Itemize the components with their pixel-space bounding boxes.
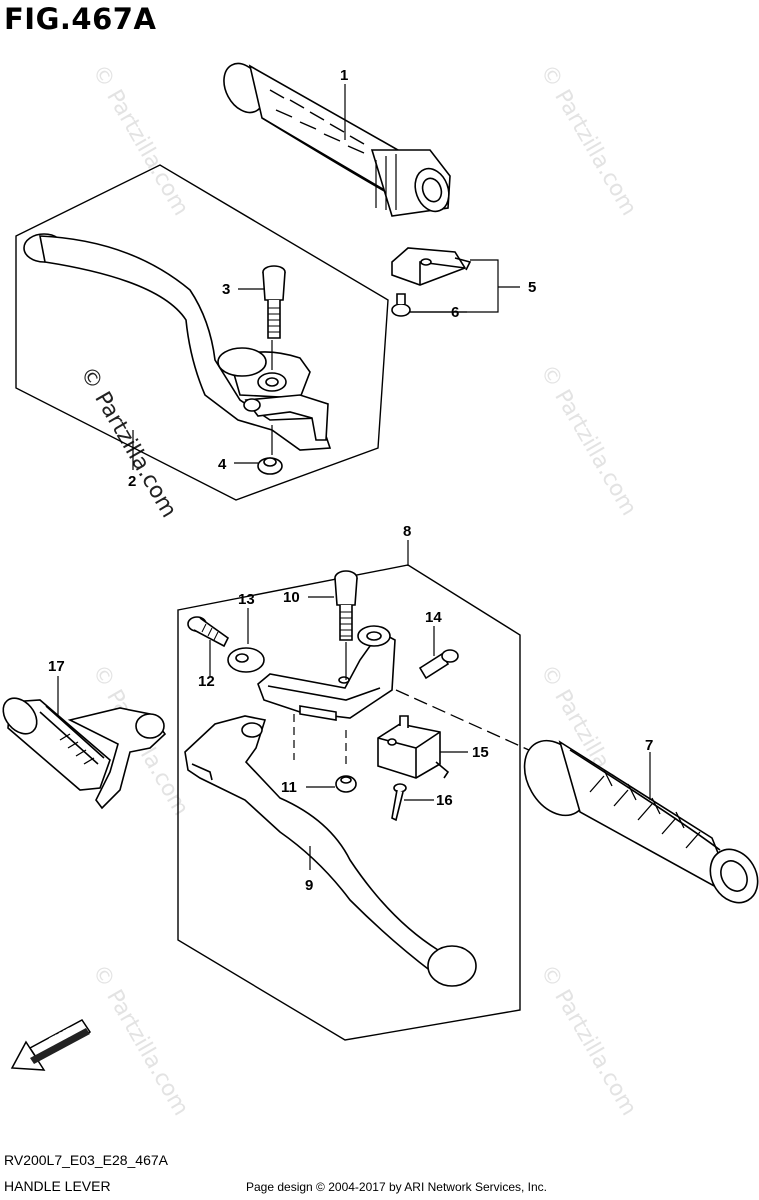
callout-2[interactable]: 2 bbox=[128, 473, 136, 490]
watermark: © Partzilla.com bbox=[87, 61, 194, 221]
callout-8[interactable]: 8 bbox=[403, 523, 411, 540]
leader-lines bbox=[57, 84, 651, 870]
figure-code: RV200L7_E03_E28_467A bbox=[4, 1152, 169, 1168]
upper-assembly-box bbox=[15, 164, 389, 501]
brake-lever-illustration bbox=[23, 233, 332, 451]
watermark: © Partzilla.com bbox=[87, 961, 194, 1121]
brake-switch-illustration bbox=[391, 247, 472, 286]
copyright-notice: Page design © 2004-2017 by ARI Network S… bbox=[246, 1180, 548, 1194]
callout-12[interactable]: 12 bbox=[198, 673, 215, 690]
callout-17[interactable]: 17 bbox=[48, 658, 65, 675]
switch-bolt-illustration bbox=[418, 649, 459, 680]
nut-illustration bbox=[257, 457, 283, 475]
callout-14[interactable]: 14 bbox=[425, 609, 442, 626]
callout-6[interactable]: 6 bbox=[451, 304, 459, 321]
clutch-lever-illustration bbox=[184, 715, 477, 987]
callout-3[interactable]: 3 bbox=[222, 281, 230, 298]
clutch-bracket-illustration bbox=[257, 625, 396, 721]
grip-bottom-illustration bbox=[523, 739, 759, 904]
grip-top-illustration bbox=[223, 62, 451, 217]
fwd-arrow: FWD bbox=[10, 1019, 92, 1071]
callout-1[interactable]: 1 bbox=[340, 67, 348, 84]
figure-name: HANDLE LEVER bbox=[4, 1178, 111, 1194]
assembly-line bbox=[395, 689, 541, 756]
watermark-dark: © Partzilla.com bbox=[75, 363, 182, 523]
watermark: © Partzilla.com bbox=[535, 961, 642, 1121]
clutch-nut-illustration bbox=[335, 775, 357, 793]
callout-15[interactable]: 15 bbox=[472, 744, 489, 761]
watermark: © Partzilla.com bbox=[535, 61, 642, 221]
callout-5[interactable]: 5 bbox=[528, 279, 536, 296]
pivot-bolt-illustration bbox=[262, 265, 286, 339]
adjuster-bolt-illustration bbox=[187, 616, 230, 648]
figure-title: FIG.467A bbox=[4, 2, 157, 36]
clutch-switch-illustration bbox=[377, 715, 450, 779]
callout-7[interactable]: 7 bbox=[645, 737, 653, 754]
washer-illustration bbox=[227, 647, 265, 673]
switch-screw-illustration bbox=[391, 783, 407, 822]
callout-4[interactable]: 4 bbox=[218, 456, 227, 473]
watermarks: © Partzilla.com © Partzilla.com © Partzi… bbox=[87, 61, 642, 1121]
callout-9[interactable]: 9 bbox=[305, 877, 313, 894]
callout-16[interactable]: 16 bbox=[436, 792, 453, 809]
clutch-pivot-bolt-illustration bbox=[334, 570, 358, 641]
watermark: © Partzilla.com bbox=[535, 361, 642, 521]
lever-guard-illustration bbox=[2, 697, 167, 810]
screw-illustration bbox=[391, 293, 411, 317]
callout-11[interactable]: 11 bbox=[281, 779, 297, 796]
callout-10[interactable]: 10 bbox=[283, 589, 300, 606]
callout-13[interactable]: 13 bbox=[238, 591, 255, 608]
callouts: 1 2 3 4 5 6 7 8 9 10 11 12 13 14 15 16 1… bbox=[48, 67, 653, 894]
